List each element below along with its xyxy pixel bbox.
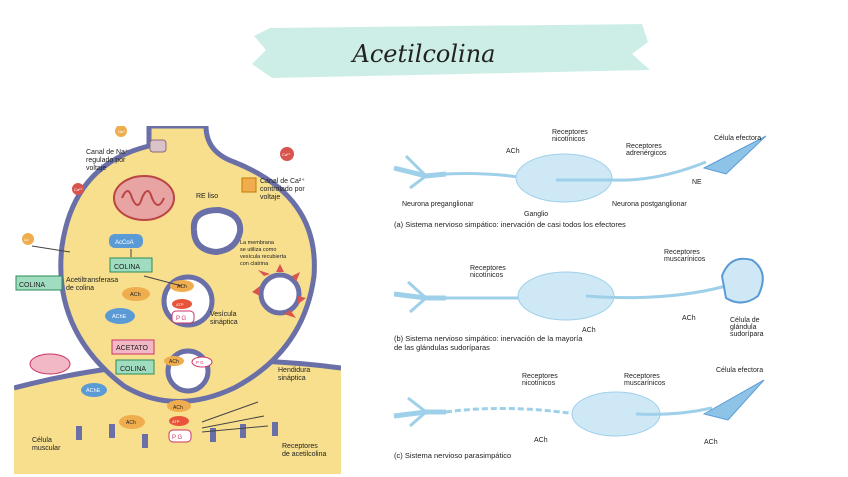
b-rec-mus-1: Receptores: [664, 249, 700, 256]
ca-channel: [241, 177, 257, 193]
b-glandula-1: Célula de: [730, 317, 760, 324]
title-brush-band: [252, 24, 650, 78]
page-title: Acetilcolina: [352, 40, 496, 68]
ach-receptor: ACh: [126, 420, 136, 426]
ac-ion: Ac: [24, 237, 29, 242]
colina-box: COLINA: [114, 264, 140, 271]
smooth-er: [190, 206, 244, 256]
b-rec-nic-1: Receptores: [470, 265, 506, 272]
vesicula-label-1: Vesícula: [210, 311, 237, 318]
na-channel-label-3: voltaje: [86, 165, 106, 172]
ach-cleft: ACh: [173, 405, 183, 411]
na-channel-label-1: Canal de Na⁺: [86, 149, 129, 156]
a-pre: Neurona preganglionar: [402, 201, 474, 208]
b-caption-2: de las glándulas sudoríparas: [394, 343, 490, 352]
receptores-label-1: Receptores: [282, 443, 318, 450]
celula-label-1: Célula: [32, 437, 52, 444]
ca-ion-left: [72, 183, 84, 195]
a-ganglio: Ganglio: [524, 211, 548, 218]
ache-bottom: AChE: [86, 388, 101, 394]
clathrin-label-3: vesícula recubierta: [240, 254, 287, 260]
clathrin-label-2: se utiliza como: [240, 247, 276, 253]
a-rec-nic-2: nicotínicos: [552, 136, 586, 143]
ach-vesicle: ACh: [177, 284, 187, 290]
ca-ion-label-left: Ca²⁺: [74, 187, 83, 192]
b-ach-1: ACh: [582, 327, 596, 334]
pg-vesicle: P G: [176, 316, 187, 322]
effector-cell-c: [702, 379, 765, 421]
re-liso-label: RE liso: [196, 193, 218, 200]
mitochondrion: [113, 175, 175, 221]
a-rec-adr-2: adrenérgicos: [626, 150, 667, 157]
c-ach-2: ACh: [704, 439, 718, 446]
b-glandula-2: glándula: [730, 324, 757, 331]
atp-cleft: ATP: [172, 419, 180, 424]
acetato-box: ACETATO: [116, 345, 148, 352]
c-rec-nic-2: nicotínicos: [522, 380, 556, 387]
ach-fusing: ACh: [169, 359, 179, 365]
sweat-gland-cell: [720, 257, 764, 304]
na-channel: [149, 139, 167, 153]
clathrin-label-4: con clatrina: [240, 261, 269, 267]
clathrin-vesicle: [258, 272, 302, 316]
a-rec-nic-1: Receptores: [552, 129, 588, 136]
celula-label-2: muscular: [32, 445, 61, 452]
c-rec-mus-1: Receptores: [624, 373, 660, 380]
na-channel-label-2: regulado por: [86, 157, 126, 164]
a-caption: (a) Sistema nervioso simpático: inervaci…: [394, 220, 626, 229]
c-ach-1: ACh: [534, 437, 548, 444]
ca-channel-label-1: Canal de Ca²⁺: [260, 178, 305, 185]
b-ach-2: ACh: [682, 315, 696, 322]
ca-channel-label-3: voltaje: [260, 194, 280, 201]
a-rec-adr-1: Receptores: [626, 143, 662, 150]
b-caption-1: (b) Sistema nervioso simpático: inervaci…: [394, 334, 583, 343]
colina-left-box: COLINA: [19, 282, 45, 289]
ach-top: ACh: [130, 292, 141, 298]
hendidura-label-1: Hendidura: [278, 367, 310, 374]
ache-top: AChE: [112, 314, 127, 320]
a-post: Neurona postganglionar: [612, 201, 687, 208]
synapse-diagram: Na⁺ Ca²⁺ Ca²⁺ Ac Canal de Na⁺ regulado p…: [14, 126, 341, 474]
acoa-box: AcCoA: [115, 240, 134, 246]
b-rec-nic-2: nicotínicos: [470, 272, 504, 279]
pg-fusing: P G: [196, 360, 204, 365]
panel-c: Receptores nicotínicos Receptores muscar…: [393, 367, 765, 460]
b-glandula-3: sudorípara: [730, 331, 764, 338]
ganglion-a: [515, 153, 613, 203]
autonomic-pathways-diagram: ACh Receptores nicotínicos Receptores ad…: [386, 126, 798, 460]
b-rec-mus-2: muscarínicos: [664, 256, 706, 263]
a-efectora: Célula efectora: [714, 135, 761, 142]
transferasa-label-2: de colina: [66, 285, 94, 292]
c-rec-nic-1: Receptores: [522, 373, 558, 380]
atp-vesicle: ATP: [176, 302, 184, 307]
transferasa-label-1: Acetiltransferasa: [66, 277, 118, 284]
pg-cleft: P G: [172, 435, 183, 441]
hendidura-label-2: sináptica: [278, 375, 306, 382]
c-rec-mus-2: muscarínicos: [624, 380, 666, 387]
effector-cell-a: [702, 135, 767, 175]
vesicula-label-2: sináptica: [210, 319, 238, 326]
na-ion: Na⁺: [118, 129, 125, 134]
receptores-label-2: de acetilcolina: [282, 451, 326, 458]
ca-channel-label-2: controlado por: [260, 186, 305, 193]
panel-a: ACh Receptores nicotínicos Receptores ad…: [393, 129, 767, 229]
colina-low-box: COLINA: [120, 366, 146, 373]
c-caption: (c) Sistema nervioso parasimpático: [394, 451, 511, 460]
ca-ion-label-right: Ca²⁺: [282, 152, 291, 157]
a-ach: ACh: [506, 148, 520, 155]
a-ne: NE: [692, 179, 702, 186]
c-efectora: Célula efectora: [716, 367, 763, 374]
clathrin-label-1: La membrana: [240, 240, 275, 246]
panel-b: Receptores nicotínicos Receptores muscar…: [393, 249, 764, 352]
